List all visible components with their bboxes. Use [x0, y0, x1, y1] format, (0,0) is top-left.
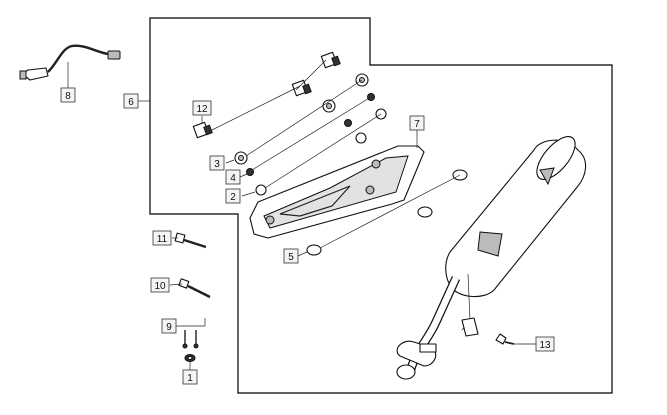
callout-12-label: 12: [196, 104, 208, 115]
callout-12: 12: [192, 100, 212, 116]
assembly-frame: [149, 17, 613, 394]
bolt-10: [178, 278, 211, 299]
callout-7-label: 7: [414, 119, 420, 130]
callout-5-label: 5: [288, 252, 294, 263]
bolt-11: [174, 232, 207, 249]
heat-shield: [249, 145, 425, 239]
bolt-12-b: [291, 79, 312, 97]
callout-13-label: 13: [539, 340, 551, 351]
callout-6-label: 6: [128, 97, 134, 108]
callout-2: 2: [225, 188, 241, 204]
callout-4: 4: [225, 169, 241, 185]
oxygen-sensor: [19, 44, 121, 81]
callout-1-label: 1: [187, 373, 193, 384]
washer-5-a: [306, 244, 322, 256]
callout-8: 8: [60, 87, 76, 103]
callout-9-label: 9: [166, 322, 172, 333]
callout-3-label: 3: [214, 159, 220, 170]
callout-11-label: 11: [157, 234, 168, 245]
nut-4-b: [344, 119, 352, 127]
washer-5-b: [417, 206, 433, 218]
callout-2-label: 2: [230, 192, 236, 203]
callout-13: 13: [535, 336, 555, 352]
screws-9: [182, 330, 199, 349]
callout-8-label: 8: [65, 91, 71, 102]
washer-2: [255, 184, 267, 196]
callout-3: 3: [209, 155, 225, 171]
callout-10-label: 10: [154, 281, 166, 292]
callout-5: 5: [283, 248, 299, 264]
exhaust-pipe: [396, 276, 461, 380]
callout-4-label: 4: [230, 173, 236, 184]
washer-2-b: [355, 132, 367, 144]
callout-1: 1: [182, 369, 198, 385]
callout-11: 11: [152, 230, 172, 246]
screw-13: [495, 333, 515, 345]
bolt-12-a: [192, 121, 213, 139]
bolt-12-c: [320, 51, 341, 69]
muffler: [445, 136, 587, 337]
callout-7: 7: [409, 115, 425, 131]
callout-10: 10: [150, 277, 170, 293]
callout-9: 9: [161, 318, 177, 334]
nut-4: [246, 168, 254, 176]
callout-6: 6: [123, 93, 139, 109]
